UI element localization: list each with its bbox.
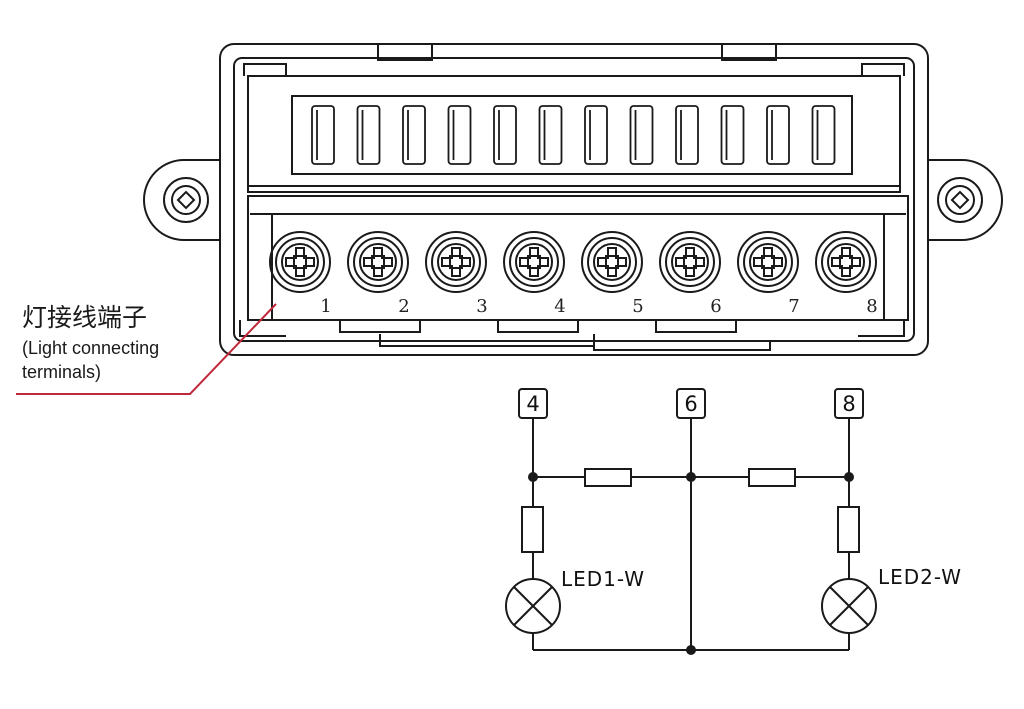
- terminal-screws: 1 2 3 4 5 6 7 8: [269, 231, 878, 317]
- terminal-number: 4: [554, 296, 565, 317]
- led2-label: LED2-W: [878, 565, 962, 589]
- resistor-left: [521, 506, 544, 553]
- resistor-top-left: [584, 468, 632, 487]
- cavity-fin: [766, 105, 790, 165]
- terminal-screw: [347, 231, 409, 293]
- terminal-number: 3: [476, 296, 487, 317]
- cavity-fins: [311, 105, 836, 165]
- callout-en-line2: terminals): [22, 362, 101, 382]
- terminal-screw: [503, 231, 565, 293]
- node-label-4: 4: [526, 392, 539, 416]
- terminal-number: 6: [710, 296, 721, 317]
- terminal-screw: [659, 231, 721, 293]
- mounting-ear-right: [928, 159, 1003, 241]
- callout: 灯接线端子 (Light connecting terminals): [16, 303, 277, 395]
- cavity-fin: [675, 105, 699, 165]
- junction-dots: [528, 472, 854, 655]
- cavity-fin: [356, 105, 381, 165]
- terminal-block: [219, 43, 929, 356]
- terminal-screw: [815, 231, 877, 293]
- terminal-number: 5: [632, 296, 643, 317]
- terminal-screw: [269, 231, 331, 293]
- terminal-screw: [737, 231, 799, 293]
- cavity-fin: [447, 105, 472, 165]
- cavity-fin: [538, 105, 563, 165]
- callout-leader-line: [16, 303, 277, 395]
- resistor-top-right: [748, 468, 796, 487]
- terminal-number: 1: [320, 296, 331, 317]
- callout-cn-label: 灯接线端子: [22, 303, 147, 332]
- terminal-number: 8: [866, 296, 877, 317]
- terminal-number: 7: [788, 296, 799, 317]
- cavity-fin: [493, 105, 517, 165]
- led1-label: LED1-W: [561, 567, 645, 591]
- cavity-fin: [311, 105, 335, 165]
- mounting-ear-left: [143, 159, 220, 241]
- housing-inner: [233, 57, 915, 342]
- resistor-right: [837, 506, 860, 553]
- wiring-schematic: [505, 388, 877, 651]
- cavity-fin: [584, 105, 608, 165]
- cavity-fin: [720, 105, 745, 165]
- upper-cavity: [247, 75, 901, 193]
- cavity-fin: [402, 105, 426, 165]
- housing-outer: [219, 43, 929, 356]
- terminal-screw: [425, 231, 487, 293]
- node-label-6: 6: [684, 392, 697, 416]
- terminal-number: 2: [398, 296, 409, 317]
- terminal-screw: [581, 231, 643, 293]
- callout-en-line1: (Light connecting: [22, 338, 159, 358]
- node-label-8: 8: [842, 392, 855, 416]
- cavity-fin: [811, 105, 836, 165]
- cavity-fin: [629, 105, 654, 165]
